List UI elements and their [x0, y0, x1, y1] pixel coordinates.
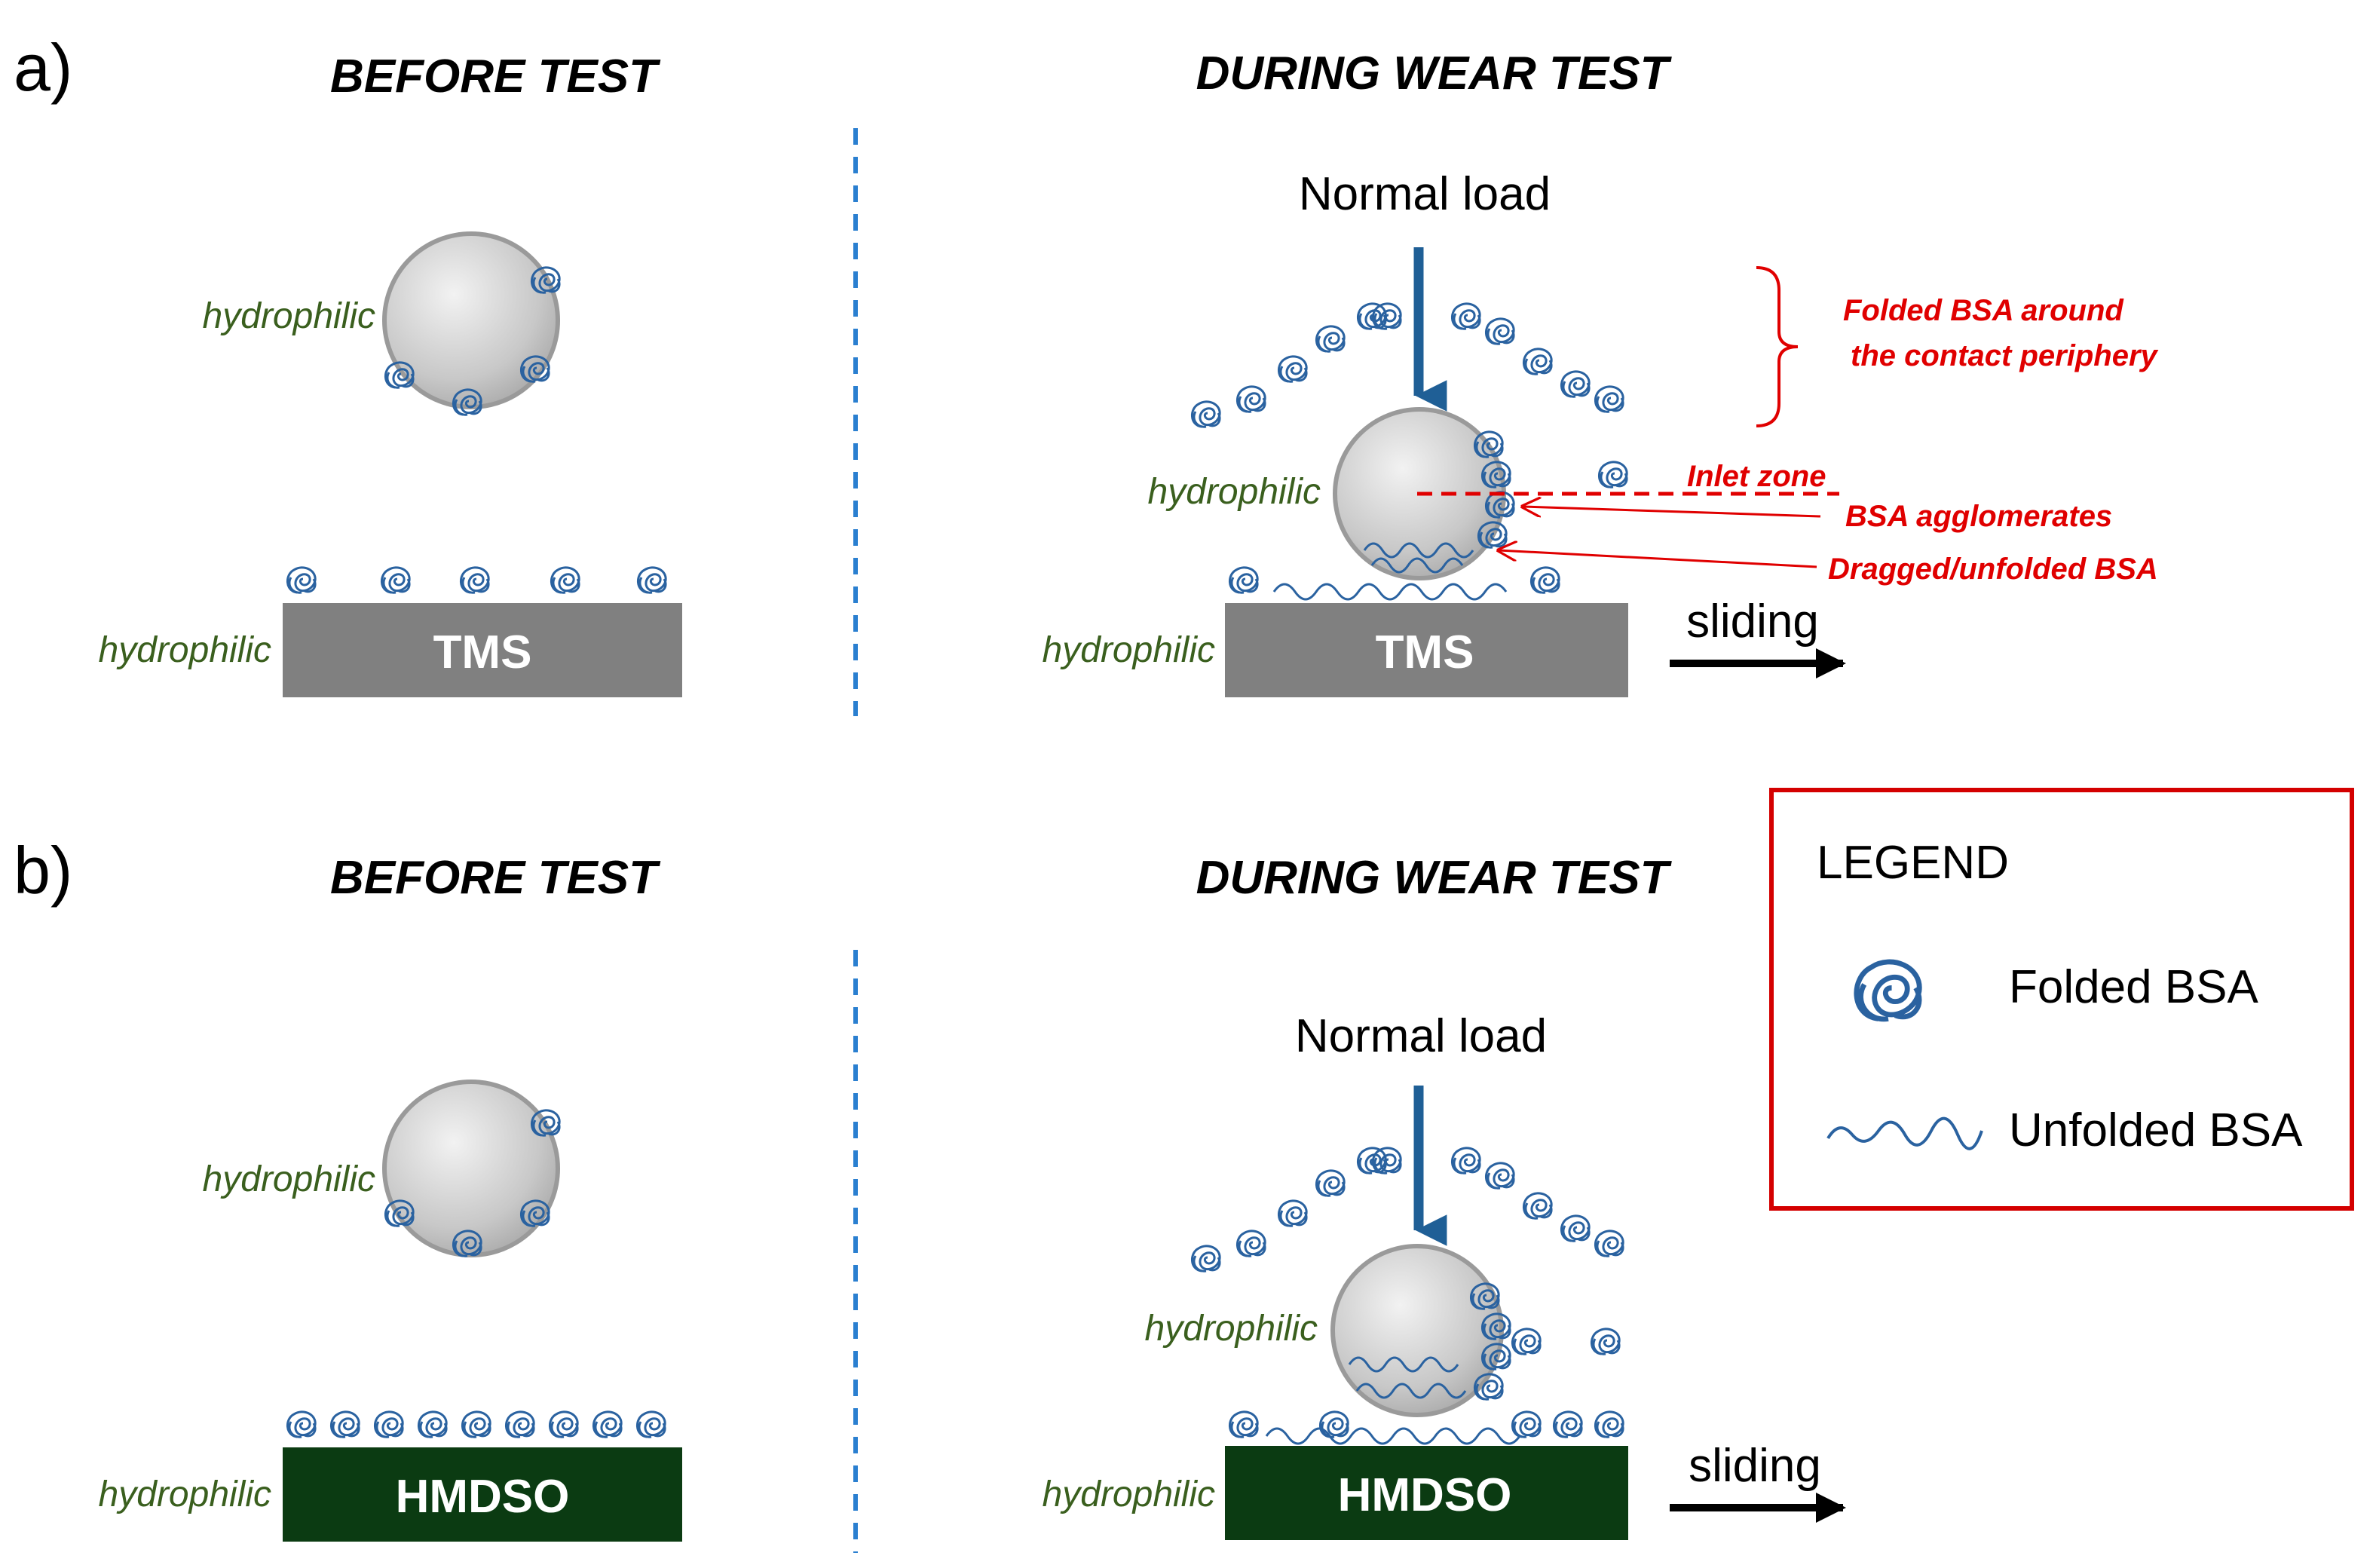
panel-a-ball-unfolded-proteins — [1363, 542, 1474, 574]
panel-a-annot-agglomerates: BSA agglomerates — [1845, 500, 2112, 533]
panel-a-substrate-unfolded-proteins — [1272, 583, 1508, 601]
legend: LEGEND Folded BSA Unfolded BSA — [1769, 788, 2354, 1211]
panel-a-label: a) — [14, 30, 72, 105]
legend-wave-icon — [1826, 1116, 1983, 1150]
panel-a-agglomerates-pointer — [1523, 507, 1821, 518]
panel-a-sliding-label: sliding — [1686, 596, 1819, 648]
legend-unfolded-label: Unfolded BSA — [2009, 1104, 2303, 1156]
panel-a-during-substrate-label: hydrophilic — [1043, 630, 1215, 670]
panel-b-normal-load: Normal load — [1295, 1010, 1547, 1062]
panel-b-before-substrate-label: hydrophilic — [99, 1475, 271, 1514]
panel-a-during-ball-label: hydrophilic — [1148, 472, 1321, 512]
panel-a-before-substrate-proteins — [286, 566, 667, 594]
panel-b-ball-unfolded-proteins — [1348, 1356, 1467, 1399]
panel-b-during-ball-label: hydrophilic — [1145, 1309, 1318, 1349]
panel-a-before-ball-label: hydrophilic — [203, 296, 375, 336]
panel-a-annot-periphery-1: Folded BSA around — [1843, 294, 2124, 327]
panel-a-periphery-brace — [1756, 266, 1799, 427]
panel-a-before-title: BEFORE TEST — [330, 51, 661, 103]
panel-a-before-substrate-label: hydrophilic — [99, 630, 271, 670]
panel-b-before-substrate-name: HMDSO — [396, 1471, 570, 1523]
panel-a-normal-load: Normal load — [1299, 168, 1551, 220]
panel-b-before-ball-label: hydrophilic — [203, 1159, 375, 1199]
panel-b-before-title: BEFORE TEST — [330, 852, 661, 904]
panel-a-during-substrate — [1225, 603, 1628, 697]
panel-b-before-substrate — [283, 1447, 682, 1542]
panel-a-before-substrate-name: TMS — [433, 626, 532, 678]
panel-b: b) BEFORE TEST DURING WEAR TEST hydrophi… — [14, 833, 1846, 1553]
panel-b-sliding-label: sliding — [1689, 1440, 1821, 1492]
panel-b-label: b) — [14, 833, 72, 908]
legend-title: LEGEND — [1817, 837, 2009, 889]
panel-a-during-substrate-name: TMS — [1376, 626, 1474, 678]
panel-a-before-substrate — [283, 603, 682, 697]
panel-b-substrate-unfolded-proteins — [1265, 1427, 1521, 1445]
panel-a-annot-inlet: Inlet zone — [1687, 460, 1826, 493]
legend-folded-label: Folded BSA — [2009, 961, 2259, 1013]
panel-a: a) BEFORE TEST DURING WEAR TEST hydrophi… — [14, 30, 2159, 716]
panel-a-annot-periphery-2: the contact periphery — [1851, 339, 2159, 372]
panel-a-during-title: DURING WEAR TEST — [1196, 47, 1673, 100]
panel-b-during-substrate — [1225, 1446, 1628, 1540]
panel-a-annot-dragged: Dragged/unfolded BSA — [1828, 553, 2158, 586]
panel-b-before-ball — [382, 1080, 560, 1257]
panel-b-during-substrate-label: hydrophilic — [1043, 1475, 1215, 1514]
panel-b-before-substrate-proteins — [286, 1410, 666, 1438]
panel-b-during-title: DURING WEAR TEST — [1196, 852, 1673, 904]
panel-b-during-substrate-name: HMDSO — [1338, 1469, 1512, 1521]
panel-a-dragged-pointer — [1499, 550, 1817, 568]
